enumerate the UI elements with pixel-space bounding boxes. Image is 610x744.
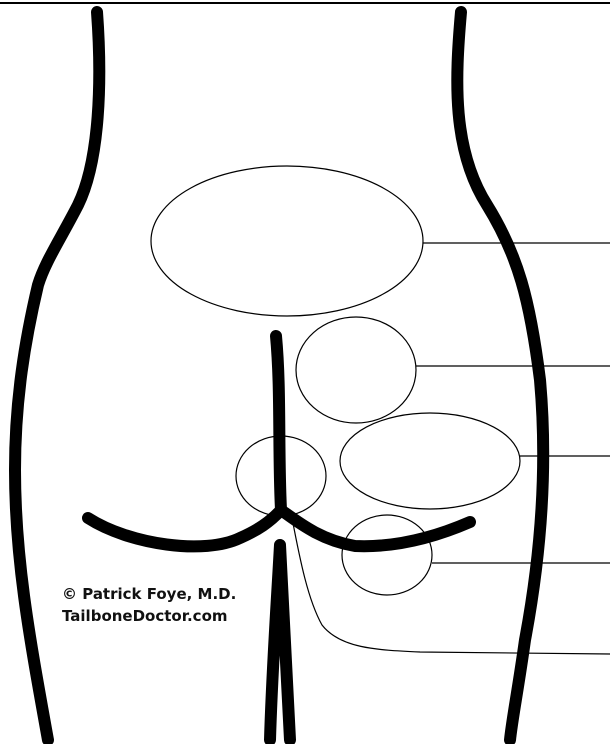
label-region-3 [340,413,520,509]
buttock-crease-right [281,510,470,546]
label-region-1 [151,166,423,316]
body-outline-right [457,12,543,740]
label-region-5 [342,515,432,595]
leg-separation [270,545,290,740]
body-outline-left [15,12,99,740]
gluteal-cleft-upper [276,336,281,510]
copyright-credit: © Patrick Foye, M.D. TailboneDoctor.com [62,583,236,627]
credit-website: TailboneDoctor.com [62,605,236,627]
buttock-crease-left [88,510,281,546]
credit-author: © Patrick Foye, M.D. [62,583,236,605]
label-region-2 [296,317,416,423]
